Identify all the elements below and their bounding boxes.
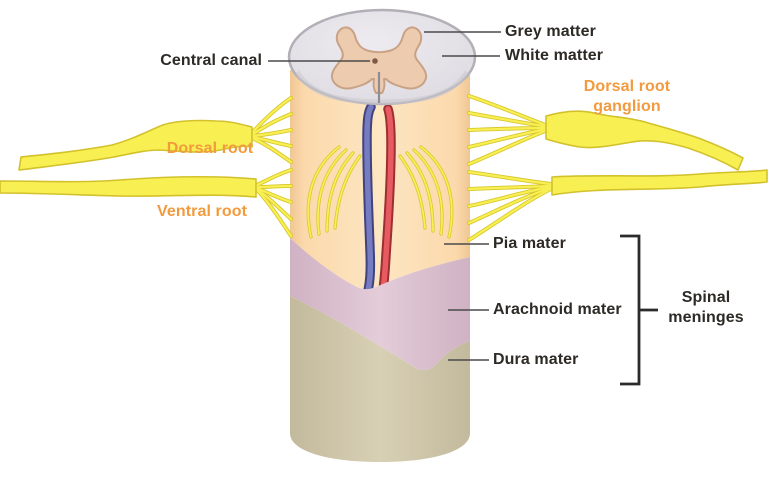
central-canal-dot [372, 58, 378, 64]
dura-mater-layer [290, 296, 470, 462]
ventral-root-right [551, 169, 768, 196]
white-matter-label: White matter [505, 47, 604, 64]
ventral-root-label: Ventral root [156, 203, 248, 220]
arachnoid-mater-layer [290, 238, 470, 371]
pia-mater-label: Pia mater [493, 235, 566, 252]
grey-matter-label: Grey matter [505, 23, 596, 40]
dorsal-root-ganglion-label: Dorsal root ganglion [583, 78, 671, 115]
dorsal-root-left-with-ganglion [18, 119, 253, 171]
pia-mater-layer [290, 70, 470, 290]
spinal-meninges-bracket [620, 234, 658, 386]
arachnoid-mater-label: Arachnoid mater [493, 301, 622, 318]
spinal-artery [376, 104, 396, 309]
nerve-roots [0, 94, 768, 242]
grey-matter-butterfly [330, 26, 428, 94]
dorsal-root-right-with-ganglion [545, 110, 744, 171]
cross-section [287, 8, 477, 106]
ventral-root-left [0, 175, 257, 198]
central-canal-label: Central canal [160, 52, 262, 69]
spinal-meninges-label: Spinal meninges [668, 289, 744, 326]
dorsal-root-label: Dorsal root [166, 140, 254, 157]
spinal-vein [361, 102, 376, 303]
leader-lines [268, 31, 501, 361]
dura-mater-label: Dura mater [493, 351, 579, 368]
